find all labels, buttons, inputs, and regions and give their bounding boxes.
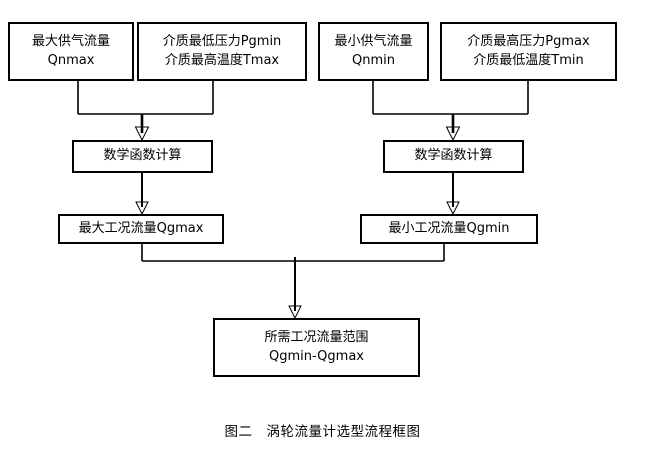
arrowhead-to-qgmin [446, 201, 460, 216]
node-max-working-flow-qgmax[interactable]: 最大工况流量Qgmax [58, 214, 224, 244]
node-required-flow-range[interactable]: 所需工况流量范围 Qgmin-Qgmax [213, 318, 420, 377]
node-line-2: Qnmin [352, 52, 395, 68]
arrowhead-to-calc-right [445, 126, 461, 142]
node-line-1: 最小工况流量Qgmin [388, 220, 510, 236]
node-line-1: 最大供气流量 [31, 33, 110, 49]
node-min-supply-flow[interactable]: 最小供气流量 Qnmin [318, 22, 429, 81]
node-min-working-flow-qgmin[interactable]: 最小工况流量Qgmin [360, 214, 538, 244]
node-line-1: 介质最高压力Pgmax [467, 33, 590, 49]
node-max-supply-flow[interactable]: 最大供气流量 Qnmax [8, 22, 134, 81]
figure-caption-label: 图二 [224, 424, 253, 440]
node-line-1: 数学函数计算 [414, 148, 493, 164]
node-math-function-calc-left[interactable]: 数学函数计算 [72, 140, 213, 173]
node-line-1: 介质最低压力Pgmin [162, 33, 282, 49]
node-line-1: 所需工况流量范围 [264, 329, 369, 345]
figure-caption: 图二涡轮流量计选型流程框图 [0, 420, 645, 440]
node-max-pressure-min-temp[interactable]: 介质最高压力Pgmax 介质最低温度Tmin [440, 22, 617, 81]
node-line-1: 最小供气流量 [334, 33, 413, 49]
node-line-2: 介质最低温度Tmin [473, 52, 584, 68]
node-line-2: Qnmax [47, 52, 95, 68]
node-line-1: 最大工况流量Qgmax [78, 220, 204, 236]
node-line-2: 介质最高温度Tmax [164, 52, 280, 68]
arrowhead-to-calc-left [134, 126, 150, 142]
node-min-pressure-max-temp[interactable]: 介质最低压力Pgmin 介质最高温度Tmax [137, 22, 307, 81]
node-line-2: Qgmin-Qgmax [269, 348, 364, 364]
arrowhead-to-qgmax [135, 201, 149, 216]
node-math-function-calc-right[interactable]: 数学函数计算 [383, 140, 524, 173]
arrowhead-to-range [288, 305, 302, 320]
node-line-1: 数学函数计算 [103, 148, 182, 164]
figure-caption-text: 涡轮流量计选型流程框图 [266, 424, 421, 440]
